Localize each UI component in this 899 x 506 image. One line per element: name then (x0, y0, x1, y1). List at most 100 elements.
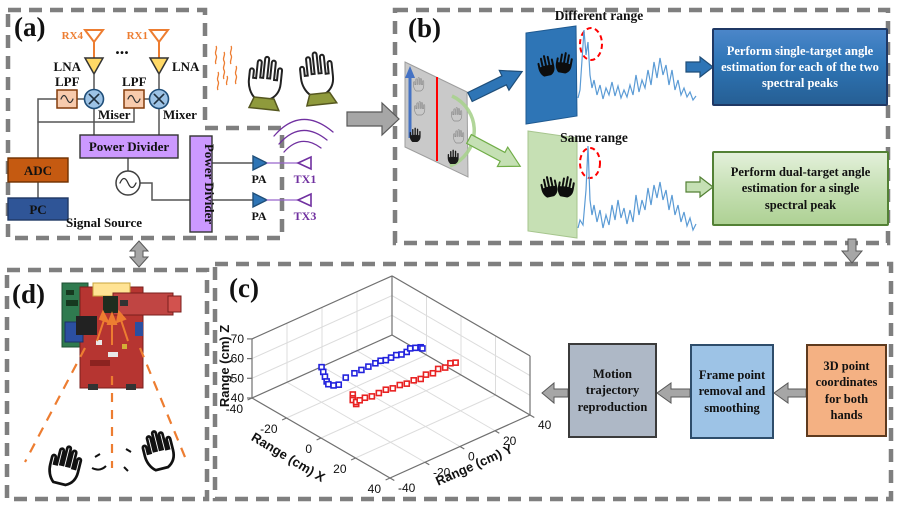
axis-tick-label: 70 (231, 332, 245, 346)
green-branch-arrow (465, 133, 522, 168)
pa2-label: PA (251, 209, 266, 223)
lpf-right-label: LPF (122, 74, 147, 89)
pa1-label: PA (251, 172, 266, 186)
pa1-icon (252, 154, 269, 172)
signal-source-label: Signal Source (66, 215, 142, 230)
arrow-coords-to-frame (773, 382, 807, 404)
panel-b-label: (b) (408, 13, 441, 43)
different-range-label: Different range (555, 8, 644, 23)
tx1-antenna-icon (296, 155, 312, 171)
same-range-label: Same range (560, 130, 628, 145)
hand-target-left-icon (44, 441, 85, 489)
pc-label: PC (29, 202, 46, 217)
blue-branch-arrow (467, 69, 524, 103)
peak-highlight-ellipse-top (579, 27, 603, 61)
power-divider-h (79, 134, 179, 159)
x-axis-label: Range (cm) X (249, 429, 328, 485)
panel-d-label: (d) (12, 279, 45, 309)
mixer-right-label: Mixer (163, 107, 197, 122)
axis-tick-label: 20 (503, 434, 517, 448)
rx1-label: RX1 (127, 30, 148, 42)
rx1-antenna-icon (148, 29, 170, 59)
dual-target-angle-box: Perform dual-target angle estimation for… (712, 151, 889, 226)
adc-label: ADC (24, 163, 52, 178)
hand-2-trajectory (349, 359, 459, 408)
lpf-left-label: LPF (55, 74, 80, 89)
lna-right-label: LNA (172, 59, 200, 74)
arrow-frame-to-motion (656, 382, 691, 404)
range-map-panel (404, 61, 476, 178)
dual-target-angle-text: Perform dual-target angle estimation for… (730, 165, 871, 212)
blue-box-arrow (685, 55, 714, 79)
range-spectrum-same (577, 145, 697, 232)
tx-wave-arcs-icon (273, 118, 334, 153)
hand-target-right-icon (138, 426, 179, 474)
axis-tick-label: -20 (260, 422, 278, 436)
axis-tick-label: 60 (231, 352, 245, 366)
axis-tick-label: 0 (468, 450, 475, 464)
rx4-label: RX4 (62, 30, 84, 42)
panel-d-border (4, 267, 210, 502)
axis-tick-label: 40 (538, 418, 552, 432)
flow-box-motion-trajectory-text: Motion trajectory reproduction (577, 367, 648, 414)
axis-tick-label: 40 (368, 482, 382, 496)
panel-c-label: (c) (229, 273, 259, 303)
flow-box-frame-point-text: Frame point removal and smoothing (698, 368, 766, 415)
axis-tick-label: -40 (398, 481, 416, 495)
axis-tick-label: -40 (226, 402, 244, 416)
z-axis-label: Range (cm) Z (217, 325, 232, 407)
axis-tick-label: 20 (333, 462, 347, 476)
arrow-b-to-c (840, 238, 864, 264)
adc-block (7, 157, 69, 183)
green-box-arrow (685, 175, 714, 199)
flow-box-point-coordinates: 3D point coordinates for both hands (806, 344, 887, 437)
hand-gesture-left-icon (246, 54, 285, 112)
axis-tick-label: 0 (305, 442, 312, 456)
receiver-chain: RX4 RX1 ... LNA LNA (7, 29, 334, 233)
lna-right-icon (148, 57, 170, 76)
hand-gesture-right-icon (297, 49, 339, 107)
lna-left-label: LNA (54, 59, 82, 74)
arrow-to-plot (541, 381, 569, 405)
lna-left-icon (83, 57, 105, 76)
rx4-antenna-icon (83, 29, 105, 59)
axis-tick-label: 40 (231, 391, 245, 405)
rx-ellipsis: ... (115, 38, 129, 58)
radar-board-illustration (61, 282, 182, 390)
axis-tick-label: -20 (433, 465, 451, 479)
power-divider-v (189, 135, 213, 233)
flow-box-motion-trajectory: Motion trajectory reproduction (568, 343, 657, 438)
pc-block (7, 197, 69, 221)
panel-a-border (5, 7, 285, 241)
grouping-arc (449, 94, 476, 168)
axis-tick-label: 50 (231, 371, 245, 385)
peak-highlight-ellipse-bottom (579, 147, 601, 179)
single-target-angle-box: Perform single-target angle estimation f… (712, 28, 888, 106)
echo-arrows-icon (96, 309, 129, 345)
flow-box-point-coordinates-text: 3D point coordinates for both hands (815, 359, 878, 422)
different-range-panel (525, 25, 578, 125)
tx3-antenna-icon (296, 192, 312, 208)
power-divider-v-label: Power Divider (202, 144, 217, 224)
panel-a-label: (a) (14, 12, 45, 42)
reflected-wave-squiggles-icon (214, 45, 238, 91)
arrow-a-to-b (346, 101, 400, 137)
mixer-left-label: Miser (98, 107, 131, 122)
panel-c-border (212, 261, 894, 502)
flow-box-frame-point: Frame point removal and smoothing (690, 344, 774, 439)
panel-b-border (392, 7, 891, 246)
motion-marks-icon (91, 448, 132, 472)
arrow-a-d-double (128, 240, 150, 268)
same-range-branch: Same range (465, 130, 714, 239)
different-range-branch: Different range (467, 8, 714, 125)
power-divider-h-label: Power Divider (89, 139, 169, 154)
range-spectrum-different (577, 29, 697, 102)
pa2-icon (252, 191, 269, 209)
tx1-label: TX1 (294, 172, 317, 186)
tx3-label: TX3 (294, 209, 317, 223)
single-target-angle-text: Perform single-target angle estimation f… (721, 43, 879, 91)
field-of-view-cone (24, 347, 189, 468)
